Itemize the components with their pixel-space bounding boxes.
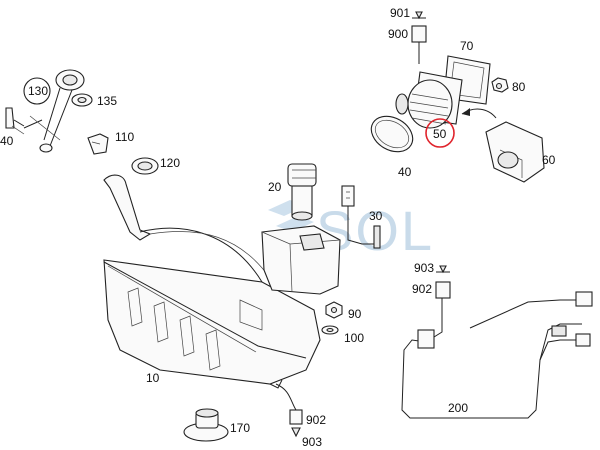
label-170: 170	[230, 421, 250, 435]
label-120: 120	[160, 156, 180, 170]
connector-900	[411, 25, 427, 64]
label-901: 901	[390, 6, 410, 20]
label-903-right: 903	[414, 261, 434, 275]
label-903-bottom: 903	[302, 435, 322, 449]
callout-130-circle	[23, 77, 51, 105]
clip-903-right	[436, 265, 450, 274]
nut-80	[491, 77, 509, 93]
clip-901	[412, 11, 426, 20]
o-ring-40	[370, 115, 414, 153]
swirl-pot	[261, 225, 341, 295]
sensor-60	[485, 121, 545, 183]
cap-170	[183, 408, 229, 442]
label-50: 50	[433, 127, 447, 141]
label-100: 100	[344, 331, 364, 345]
fuel-tank	[103, 174, 321, 411]
nut-90	[325, 301, 343, 319]
fuel-pump-20	[287, 163, 317, 221]
label-70: 70	[460, 39, 474, 53]
connector-902-right	[435, 281, 451, 299]
label-40-right: 40	[398, 165, 412, 179]
label-200: 200	[448, 401, 468, 415]
arrow-head-icon	[462, 108, 470, 116]
callout-50-highlight	[425, 118, 455, 148]
label-902-right: 902	[412, 282, 432, 296]
level-sensor-30	[341, 185, 381, 249]
label-90: 90	[348, 307, 362, 321]
label-40-left: 40	[0, 134, 14, 148]
washer-100	[321, 325, 339, 335]
cap-assembly	[5, 69, 109, 155]
label-902-bottom: 902	[306, 413, 326, 427]
label-20: 20	[268, 180, 282, 194]
label-130: 130	[28, 84, 48, 98]
label-900: 900	[388, 27, 408, 41]
label-80: 80	[512, 80, 526, 94]
label-135: 135	[97, 94, 117, 108]
wiring-harness-200	[401, 291, 593, 419]
label-30: 30	[369, 209, 383, 223]
connector-902-bottom	[289, 409, 303, 438]
pump-flange-50	[395, 71, 463, 129]
label-110: 110	[115, 130, 134, 144]
seal-ring-120	[131, 157, 159, 175]
label-60: 60	[542, 153, 556, 167]
label-10: 10	[146, 371, 160, 385]
